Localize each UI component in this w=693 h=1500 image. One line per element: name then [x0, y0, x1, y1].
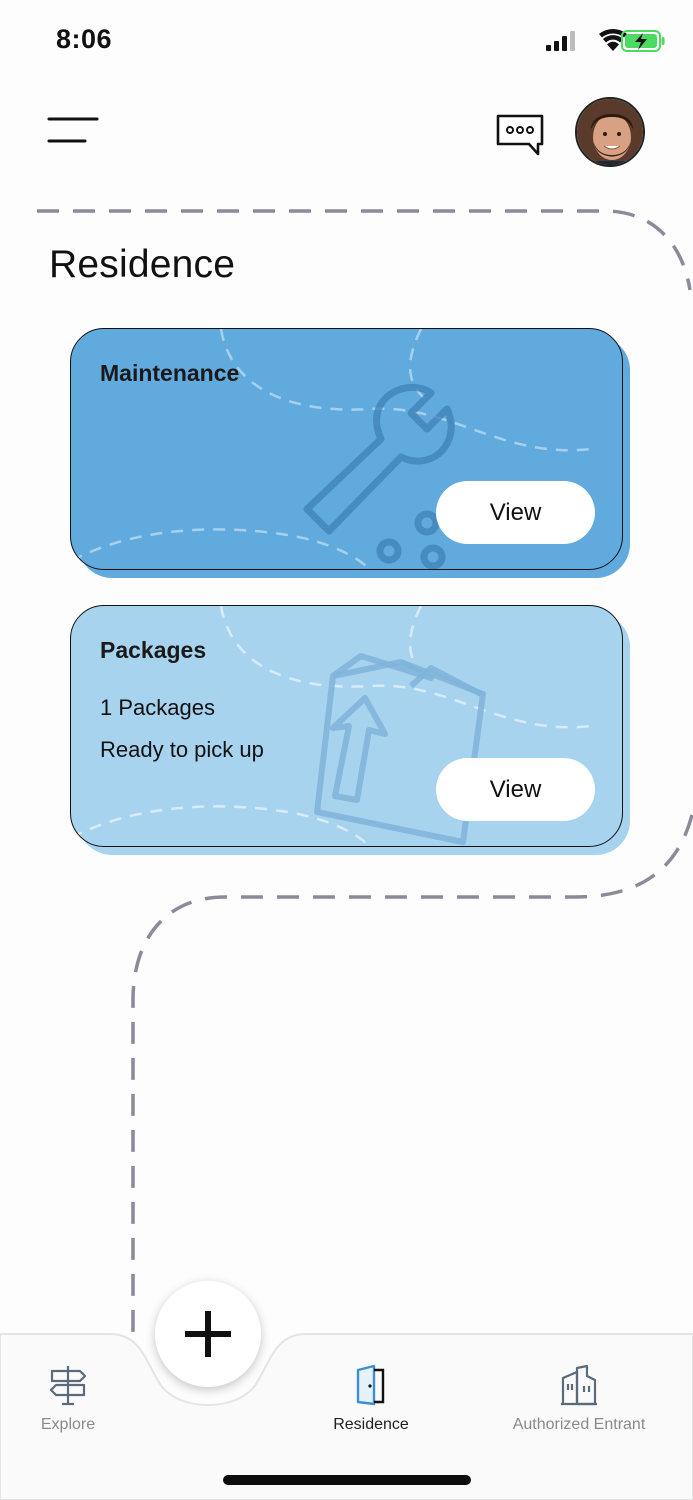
door-icon	[356, 1364, 385, 1406]
wifi-icon	[599, 28, 627, 51]
maintenance-card[interactable]: Maintenance View	[70, 328, 630, 578]
chat-bubble-icon	[496, 114, 544, 156]
packages-count: 1 Packages	[100, 695, 215, 720]
tab-bar	[0, 1333, 693, 1500]
tab-residence[interactable]: Residence	[330, 1364, 412, 1434]
tab-authorized-entrant-label: Authorized Entrant	[512, 1416, 646, 1433]
maintenance-view-button[interactable]: View	[436, 481, 595, 544]
card-body: Maintenance View	[70, 328, 623, 570]
signal-icon	[546, 31, 575, 51]
plus-icon	[185, 1311, 231, 1357]
packages-view-button[interactable]: View	[436, 758, 595, 821]
messages-button[interactable]	[494, 112, 546, 158]
buildings-icon	[561, 1364, 597, 1406]
home-indicator	[223, 1475, 471, 1485]
wrench-icon	[71, 329, 592, 569]
user-avatar[interactable]	[575, 97, 645, 167]
menu-button[interactable]	[46, 112, 102, 152]
tab-explore[interactable]: Explore	[38, 1364, 98, 1434]
signpost-icon	[49, 1366, 87, 1406]
add-button[interactable]	[155, 1281, 261, 1387]
status-time: 8:06	[56, 24, 113, 54]
maintenance-title: Maintenance	[100, 360, 240, 386]
tab-residence-label: Residence	[333, 1416, 409, 1433]
tab-authorized-entrant[interactable]: Authorized Entrant	[508, 1364, 650, 1434]
menu-icon	[47, 117, 99, 143]
card-body: Packages 1 Packages Ready to pick up Vie…	[70, 605, 623, 847]
status-icons	[544, 26, 666, 58]
packages-title: Packages	[100, 637, 207, 663]
packages-card[interactable]: Packages 1 Packages Ready to pick up Vie…	[70, 605, 630, 855]
page-title: Residence	[49, 243, 236, 286]
avatar-image	[577, 99, 643, 165]
battery-charging-icon	[621, 30, 665, 52]
tab-explore-label: Explore	[40, 1416, 96, 1433]
packages-status: Ready to pick up	[100, 737, 264, 762]
